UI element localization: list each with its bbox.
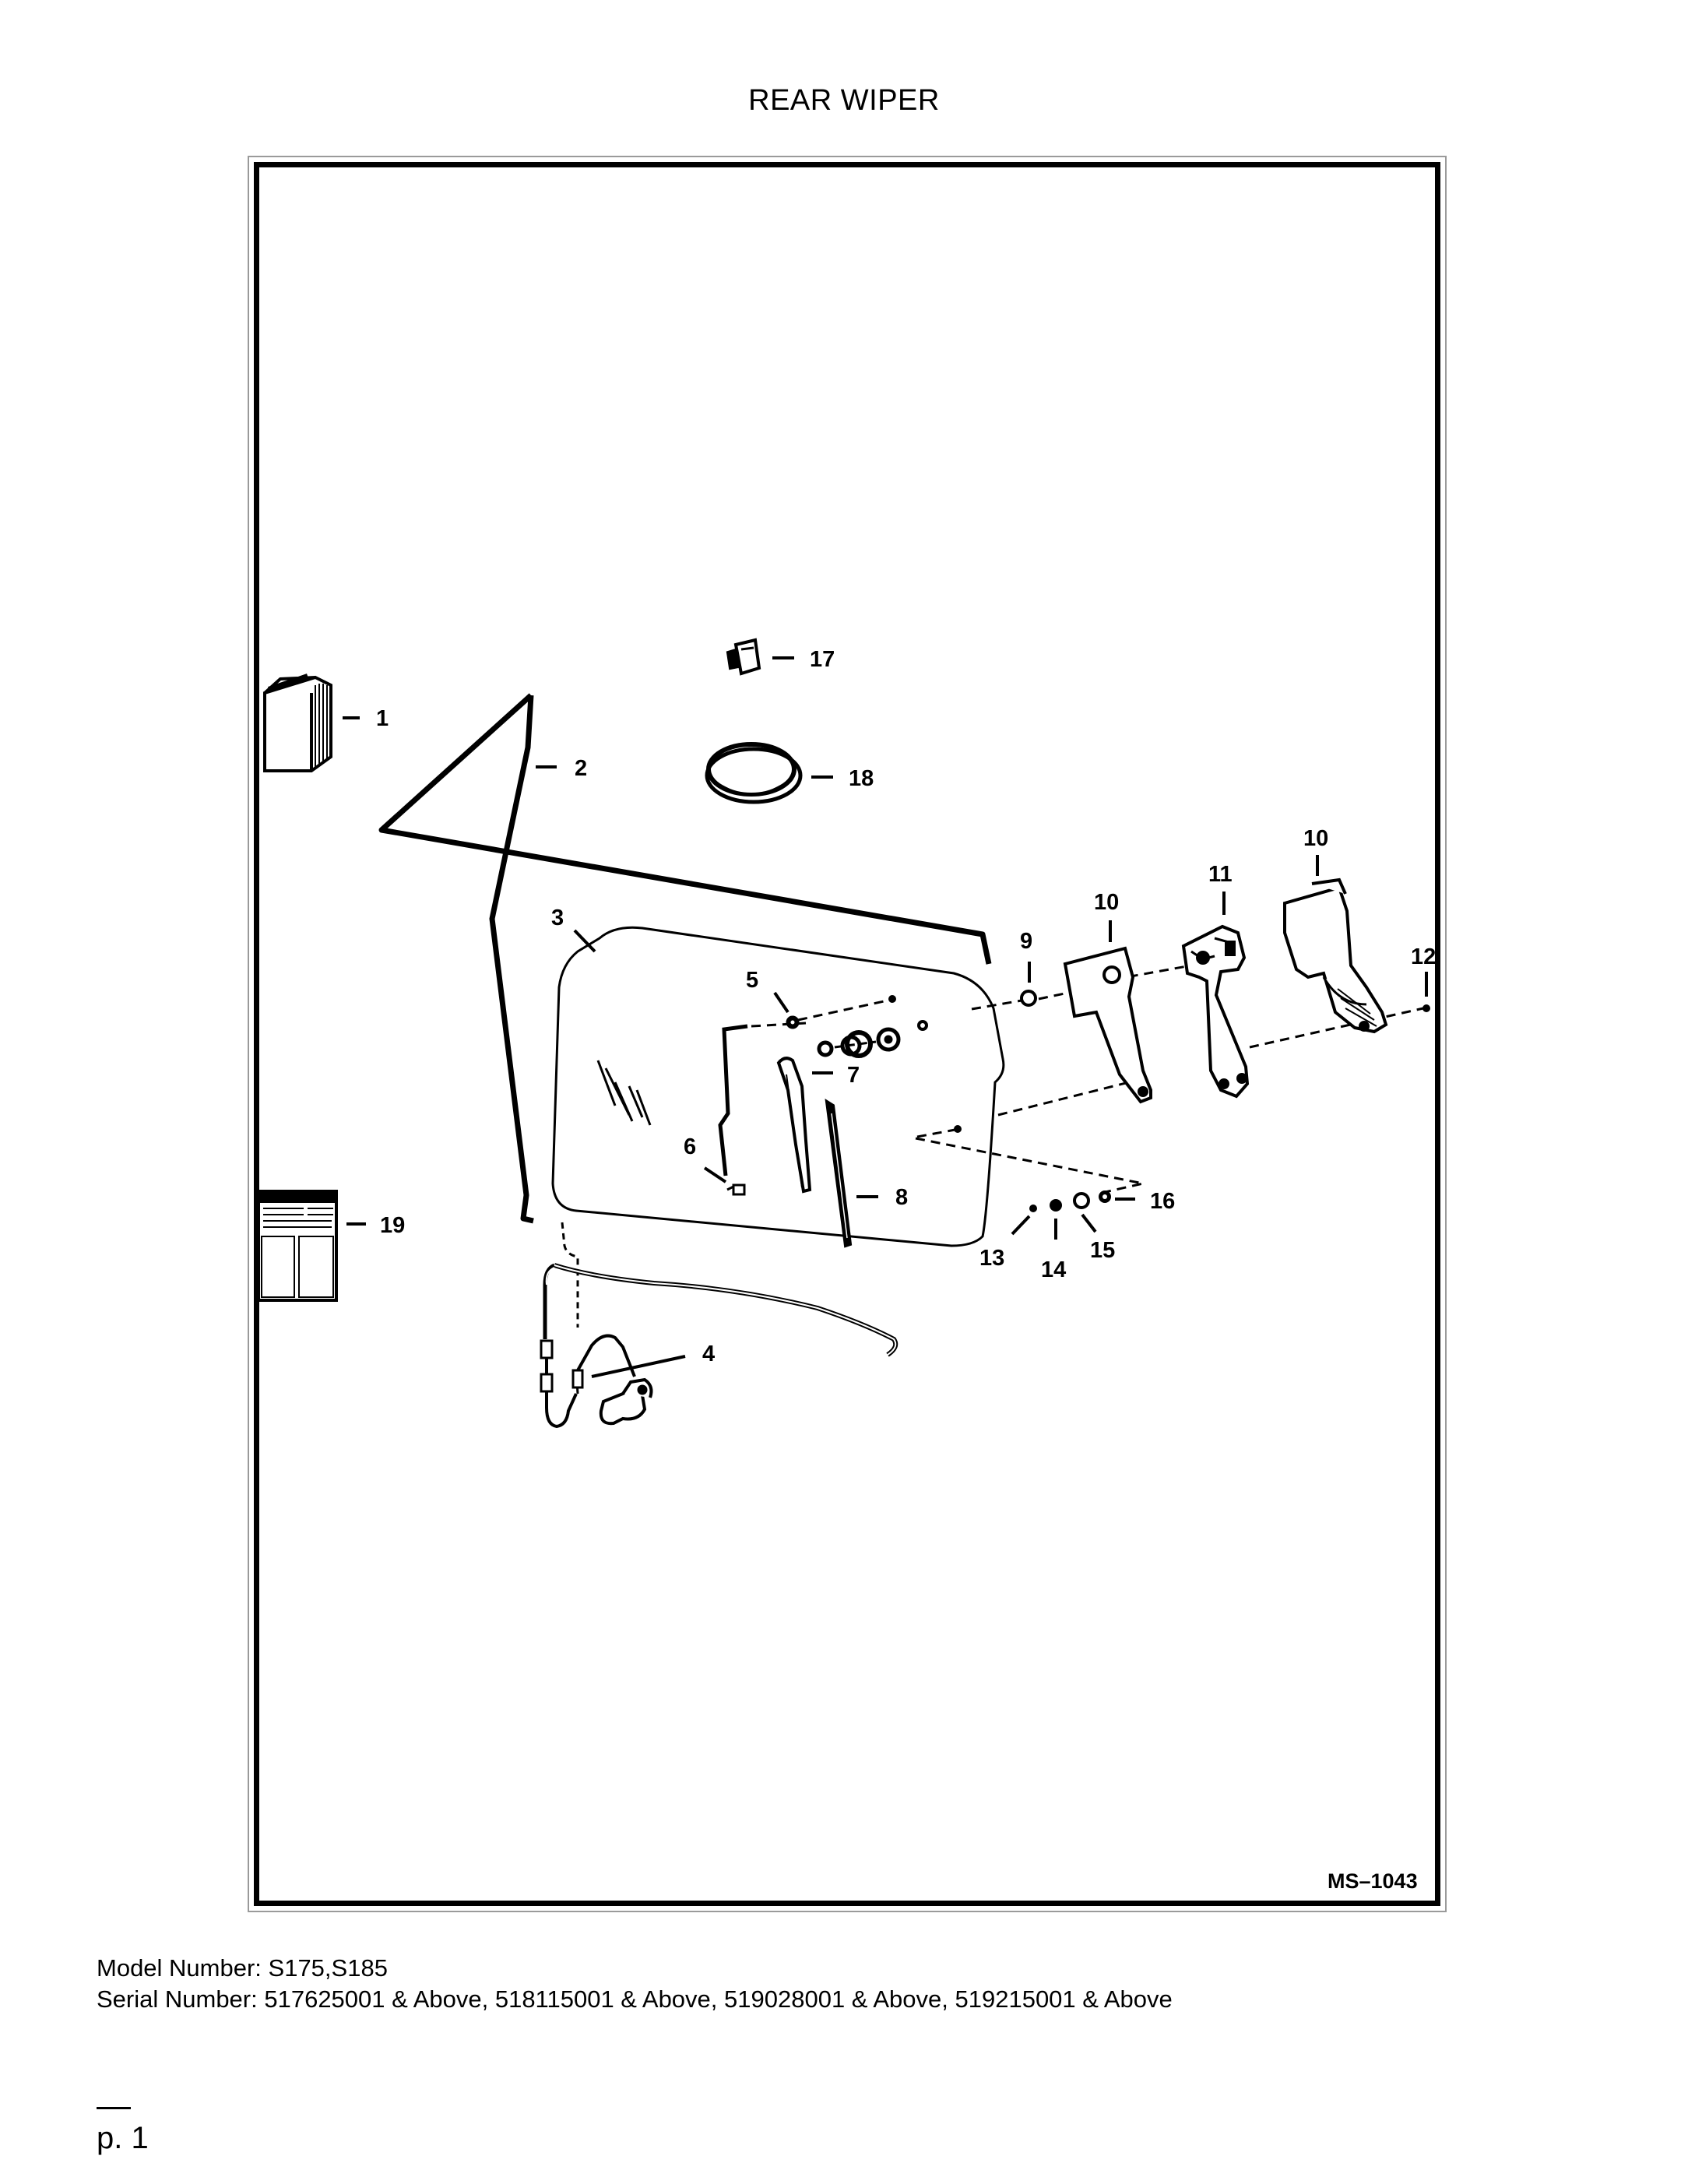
leader-13 bbox=[1011, 1215, 1031, 1236]
callout-4: 4 bbox=[702, 1342, 715, 1366]
part-15-washer bbox=[1073, 1192, 1090, 1209]
part-10-bracket bbox=[1063, 946, 1152, 1104]
callout-6: 6 bbox=[684, 1134, 696, 1159]
callout-11: 11 bbox=[1208, 862, 1233, 887]
diagram-frame-outer bbox=[248, 156, 1447, 1912]
part-17-switch bbox=[726, 638, 761, 676]
serial-number: Serial Number: 517625001 & Above, 518115… bbox=[97, 1985, 1173, 2013]
model-number: Model Number: S175,S185 bbox=[97, 1954, 388, 1982]
part-11-wiper-motor bbox=[1181, 924, 1250, 1099]
part-5-nut bbox=[786, 1015, 800, 1029]
leader-4 bbox=[591, 1355, 686, 1378]
part-3-rear-glass bbox=[551, 926, 1005, 1247]
part-19-decal bbox=[257, 1190, 338, 1302]
model-serial-info: Model Number: S175,S185 Serial Number: 5… bbox=[97, 1953, 1173, 2015]
part-6-nozzle bbox=[726, 1183, 746, 1196]
callout-13: 13 bbox=[979, 1246, 1004, 1271]
page-number: p. 1 bbox=[97, 2121, 149, 2155]
callout-1: 1 bbox=[376, 706, 389, 731]
part-14-washer bbox=[1050, 1199, 1062, 1212]
part-10-motor-cover bbox=[1283, 877, 1388, 1034]
callout-3: 3 bbox=[551, 906, 564, 930]
drawing-code: MS–1043 bbox=[1328, 1869, 1418, 1893]
part-8-wiper-blade bbox=[825, 1099, 853, 1248]
leader-6 bbox=[703, 1166, 727, 1183]
page-rule bbox=[97, 2107, 131, 2109]
part-2-seal bbox=[378, 693, 992, 1224]
part-4-washer-pump bbox=[540, 1222, 899, 1429]
part-12-screw bbox=[1422, 1004, 1430, 1012]
callout-17: 17 bbox=[810, 647, 835, 672]
callout-19: 19 bbox=[380, 1213, 405, 1238]
callout-10b: 10 bbox=[1303, 826, 1328, 851]
part-9-grommet bbox=[1020, 990, 1037, 1007]
callout-10a: 10 bbox=[1094, 890, 1119, 915]
diagram-frame bbox=[254, 162, 1440, 1906]
part-13-nut bbox=[1029, 1205, 1037, 1212]
callout-18: 18 bbox=[849, 766, 874, 791]
leader-5 bbox=[773, 991, 789, 1014]
callout-8: 8 bbox=[895, 1185, 908, 1210]
page-title: REAR WIPER bbox=[748, 84, 940, 117]
callout-12: 12 bbox=[1411, 944, 1436, 969]
callout-14: 14 bbox=[1041, 1257, 1066, 1282]
callout-2: 2 bbox=[575, 756, 587, 781]
callout-5: 5 bbox=[746, 968, 758, 993]
callout-15: 15 bbox=[1090, 1238, 1115, 1263]
washer-nozzle-hose bbox=[718, 1024, 748, 1176]
part-1-box bbox=[263, 673, 332, 772]
leader-3 bbox=[573, 929, 596, 953]
callout-7: 7 bbox=[847, 1063, 860, 1088]
part-18-hose-coil bbox=[705, 742, 803, 804]
callout-9: 9 bbox=[1020, 929, 1032, 954]
spindle-washers bbox=[817, 1027, 901, 1058]
leader-15 bbox=[1081, 1213, 1097, 1233]
callout-16: 16 bbox=[1150, 1189, 1175, 1214]
part-7-wiper-arm bbox=[776, 1057, 812, 1194]
